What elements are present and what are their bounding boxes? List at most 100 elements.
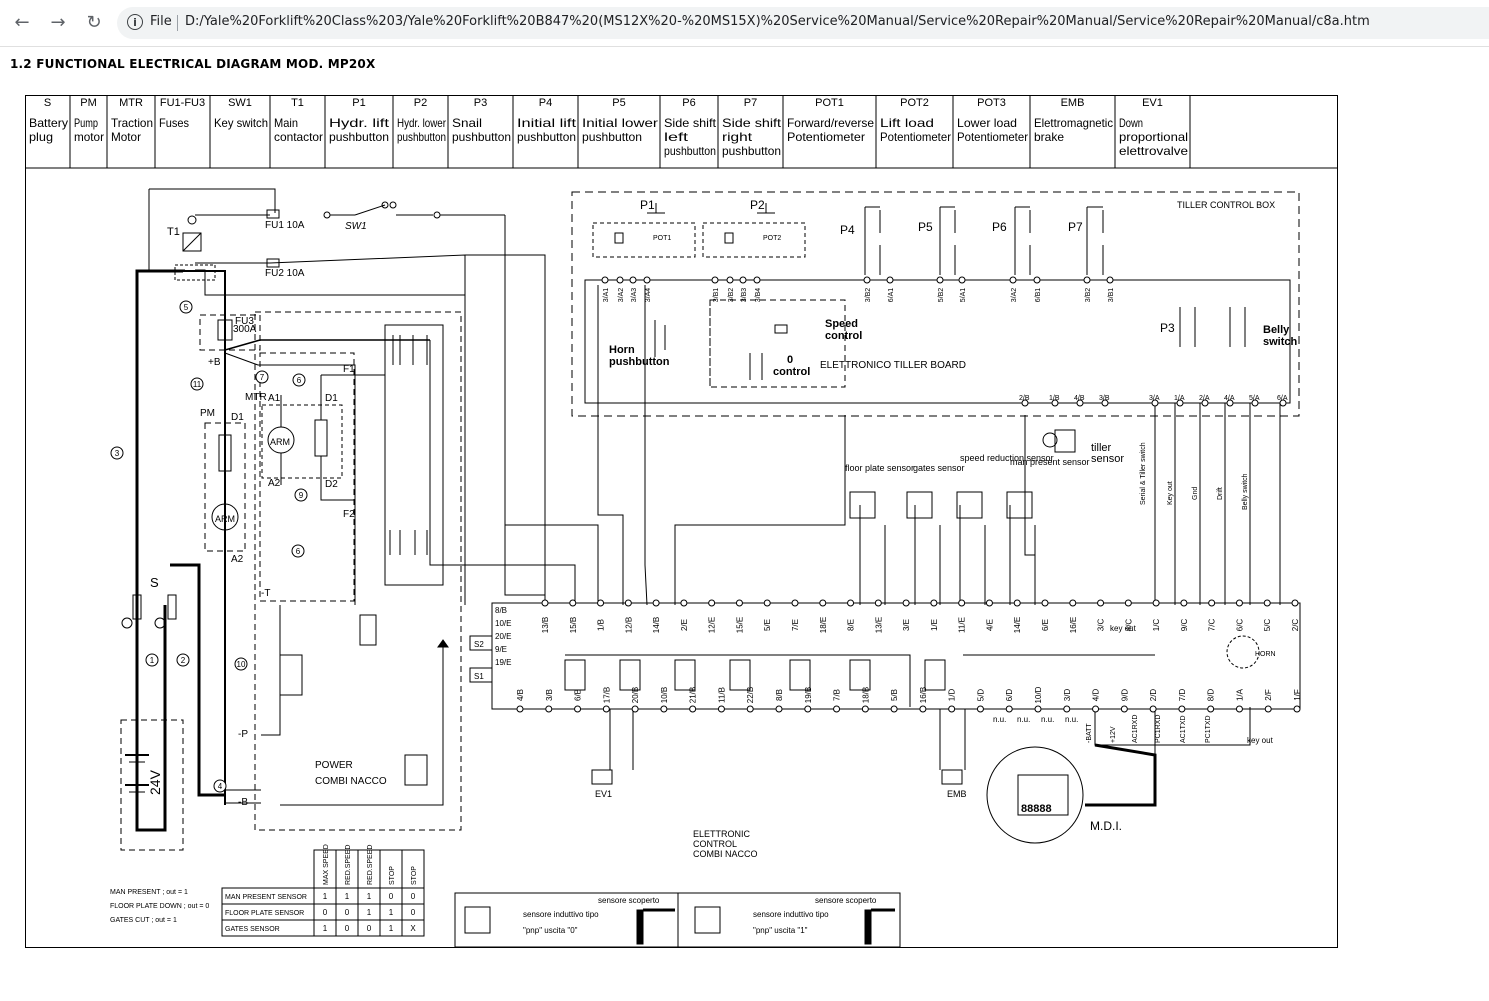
pin-left-label: 20/E — [495, 632, 511, 641]
label-a1: A1 — [268, 393, 281, 404]
label-power2: COMBI NACCO — [315, 776, 387, 787]
legend-desc-12-1: right — [722, 130, 753, 144]
wire-marker-7 — [255, 370, 269, 384]
legend-code-6: P1 — [352, 97, 365, 109]
reload-icon[interactable]: ↻ — [86, 12, 102, 33]
pin-bottom — [1005, 705, 1013, 713]
legend-code-15: POT3 — [977, 97, 1006, 109]
pin-top-label: 2/E — [680, 619, 689, 631]
pin-top — [1180, 599, 1188, 607]
pin-bottom-label: 1/A — [1235, 688, 1244, 701]
pin-bottom-label: 21/B — [689, 687, 698, 703]
power-section — [120, 188, 546, 851]
wire-marker-label: 9 — [299, 491, 304, 500]
pin-bottom — [833, 705, 841, 713]
legend-desc-15-1: Potentiometer — [957, 130, 1028, 144]
legend-desc-16-1: brake — [1034, 130, 1064, 144]
pin-bottom — [660, 705, 668, 713]
label-fu1: FU1 10A — [265, 220, 305, 231]
truth-header-label: STOP — [411, 866, 418, 885]
tiller-bottom-pin — [1021, 399, 1029, 407]
scheme-label: File — [150, 14, 172, 29]
tiller-pin — [1083, 276, 1091, 284]
url-text[interactable]: D:/Yale%20Forklift%20Class%203/Yale%20Fo… — [185, 14, 1370, 29]
signal-wires — [429, 254, 1281, 606]
pin-bottom-label: 6/B — [574, 689, 583, 701]
pin-top-label: 13/E — [874, 617, 883, 633]
pin-bottom — [574, 705, 582, 713]
legend-desc-3-0: Fuses — [159, 116, 189, 130]
tiller-pin-label: 3/B2 — [865, 288, 872, 303]
pin-left-label: 9/E — [495, 645, 507, 654]
label-a2: A2 — [268, 478, 281, 489]
wire-marker-label: 4 — [218, 782, 223, 791]
forward-arrow-icon[interactable]: → — [50, 12, 66, 33]
tiller-pin — [753, 276, 761, 284]
legend-code-3: FU1-FU3 — [160, 97, 205, 109]
pin-bottom-label: 9/D — [1120, 689, 1129, 702]
truth-header-label: RED.SPEED — [367, 845, 374, 885]
legend-desc-4-0: Key switch — [214, 116, 268, 130]
tiller-bottom-pin — [1176, 399, 1184, 407]
legend-desc-14-0: Lift load — [880, 116, 934, 130]
label-p2: P2 — [750, 198, 765, 212]
address-bar[interactable]: i File D:/Yale%20Forklift%20Class%203/Ya… — [117, 7, 1489, 39]
pin-bottom — [1092, 705, 1100, 713]
truth-cell-value: 1 — [323, 924, 328, 933]
label-mdi-batt: -BATT — [1086, 723, 1093, 743]
legend-code-4: SW1 — [228, 97, 252, 109]
pin-bottom — [919, 705, 927, 713]
pin-bottom-label: 8/D — [1207, 689, 1216, 702]
label-zero2: control — [773, 366, 810, 378]
pin-bottom-label: 17/B — [602, 687, 611, 703]
pin-bottom — [689, 705, 697, 713]
tiller-pin — [936, 276, 944, 284]
tiller-pin-label: 3/A4 — [645, 288, 652, 303]
truth-cell-value: 1 — [389, 908, 394, 917]
wire-marker-label: 7 — [260, 373, 265, 382]
sensor-legend-state: sensore scoperto — [598, 896, 660, 905]
truth-cell-value: 0 — [411, 908, 416, 917]
electrical-diagram: SBatteryplugPMPumpmotorMTRTractionMotorF… — [25, 95, 1338, 948]
label-ctrl3: COMBI NACCO — [693, 849, 758, 859]
truth-cell-value: X — [410, 924, 416, 933]
tiller-bottom-pin — [1251, 399, 1259, 407]
tiller-bottom-pin-label: 3/B — [1099, 395, 1110, 402]
tiller-pin-label: 3/B2 — [1085, 288, 1092, 303]
pin-top — [652, 599, 660, 607]
back-arrow-icon[interactable]: ← — [14, 12, 30, 33]
pin-top-label: 14/E — [1013, 617, 1022, 633]
label-belly2: switch — [1263, 336, 1298, 348]
pin-top — [1152, 599, 1160, 607]
label-nu-4: n.u. — [1065, 715, 1078, 724]
label-mdi-pc1: PC1RXD — [1155, 715, 1162, 743]
truth-cell-value: 1 — [345, 892, 350, 901]
truth-row-name: FLOOR PLATE SENSOR — [225, 910, 304, 917]
pin-top-label: 15/B — [569, 617, 578, 633]
pin-bottom-label: 1/D — [948, 689, 957, 702]
pin-bottom — [545, 705, 553, 713]
truth-cell-value: 0 — [389, 892, 394, 901]
label-t1: T1 — [167, 226, 180, 238]
tiller-pin-label: 3/A3 — [631, 288, 638, 303]
pin-bottom-label: 1/F — [1293, 689, 1302, 701]
label-arm-pm: ARM — [215, 514, 235, 524]
tiller-pin — [1106, 276, 1114, 284]
truth-note: FLOOR PLATE DOWN ; out = 0 — [110, 903, 209, 910]
address-divider — [177, 15, 178, 31]
pin-bottom-label: 3/B — [545, 689, 554, 701]
info-icon[interactable]: i — [127, 14, 143, 30]
label-pos-b: +B — [208, 357, 221, 368]
pin-left-tag: S2 — [474, 640, 484, 649]
pin-top — [874, 599, 882, 607]
label-ev1: EV1 — [595, 789, 612, 799]
tiller-bottom-pin — [1226, 399, 1234, 407]
truth-cell-value: 0 — [367, 924, 372, 933]
tiller-pin — [1009, 276, 1017, 284]
pin-bottom — [890, 705, 898, 713]
tiller-bottom-pin — [1101, 399, 1109, 407]
pin-bottom-label: 6/D — [1005, 689, 1014, 702]
